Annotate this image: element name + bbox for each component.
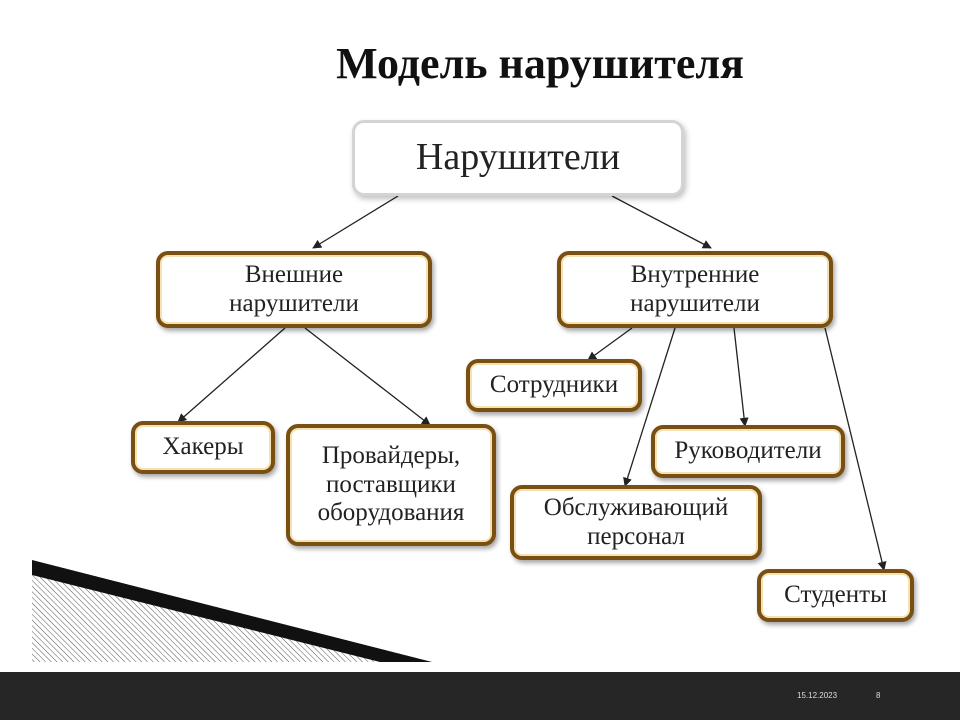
node-external-label: Внешние нарушители	[229, 260, 359, 317]
node-service-staff: Обслуживающий персонал	[510, 485, 762, 560]
footer-page-number: 8	[876, 691, 881, 700]
node-internal-violators: Внутренние нарушители	[557, 251, 833, 328]
node-providers: Провайдеры, поставщики оборудования	[286, 424, 496, 546]
node-students: Студенты	[757, 569, 914, 622]
node-root-violators: Нарушители	[352, 120, 684, 196]
node-external-violators: Внешние нарушители	[156, 251, 432, 328]
arrow-external-providers	[304, 327, 431, 426]
node-employees-label: Сотрудники	[489, 371, 619, 399]
node-internal-label: Внутренние нарушители	[630, 260, 760, 317]
arrow-external-hackers	[177, 327, 286, 423]
arrow-internal-managers	[733, 327, 749, 427]
arrow-root-external	[312, 195, 399, 249]
node-employees: Сотрудники	[466, 359, 642, 412]
arrow-internal-employees	[587, 327, 633, 361]
node-service-staff-label: Обслуживающий персонал	[543, 493, 729, 550]
footer-bar	[0, 672, 960, 720]
arrow-internal-students	[824, 327, 887, 571]
node-hackers-label: Хакеры	[162, 433, 244, 461]
node-managers: Руководители	[651, 425, 845, 478]
arrow-internal-service-staff	[623, 327, 676, 487]
dark-wedge-stripe	[32, 560, 432, 662]
node-providers-label: Провайдеры, поставщики оборудования	[317, 441, 465, 527]
node-students-label: Студенты	[784, 581, 887, 609]
arrow-root-internal	[611, 195, 712, 249]
page-title: Модель нарушителя	[336, 39, 744, 88]
node-managers-label: Руководители	[674, 437, 822, 465]
node-root-label: Нарушители	[415, 136, 621, 179]
node-hackers: Хакеры	[131, 421, 275, 474]
footer-date: 15.12.2023	[797, 691, 838, 700]
